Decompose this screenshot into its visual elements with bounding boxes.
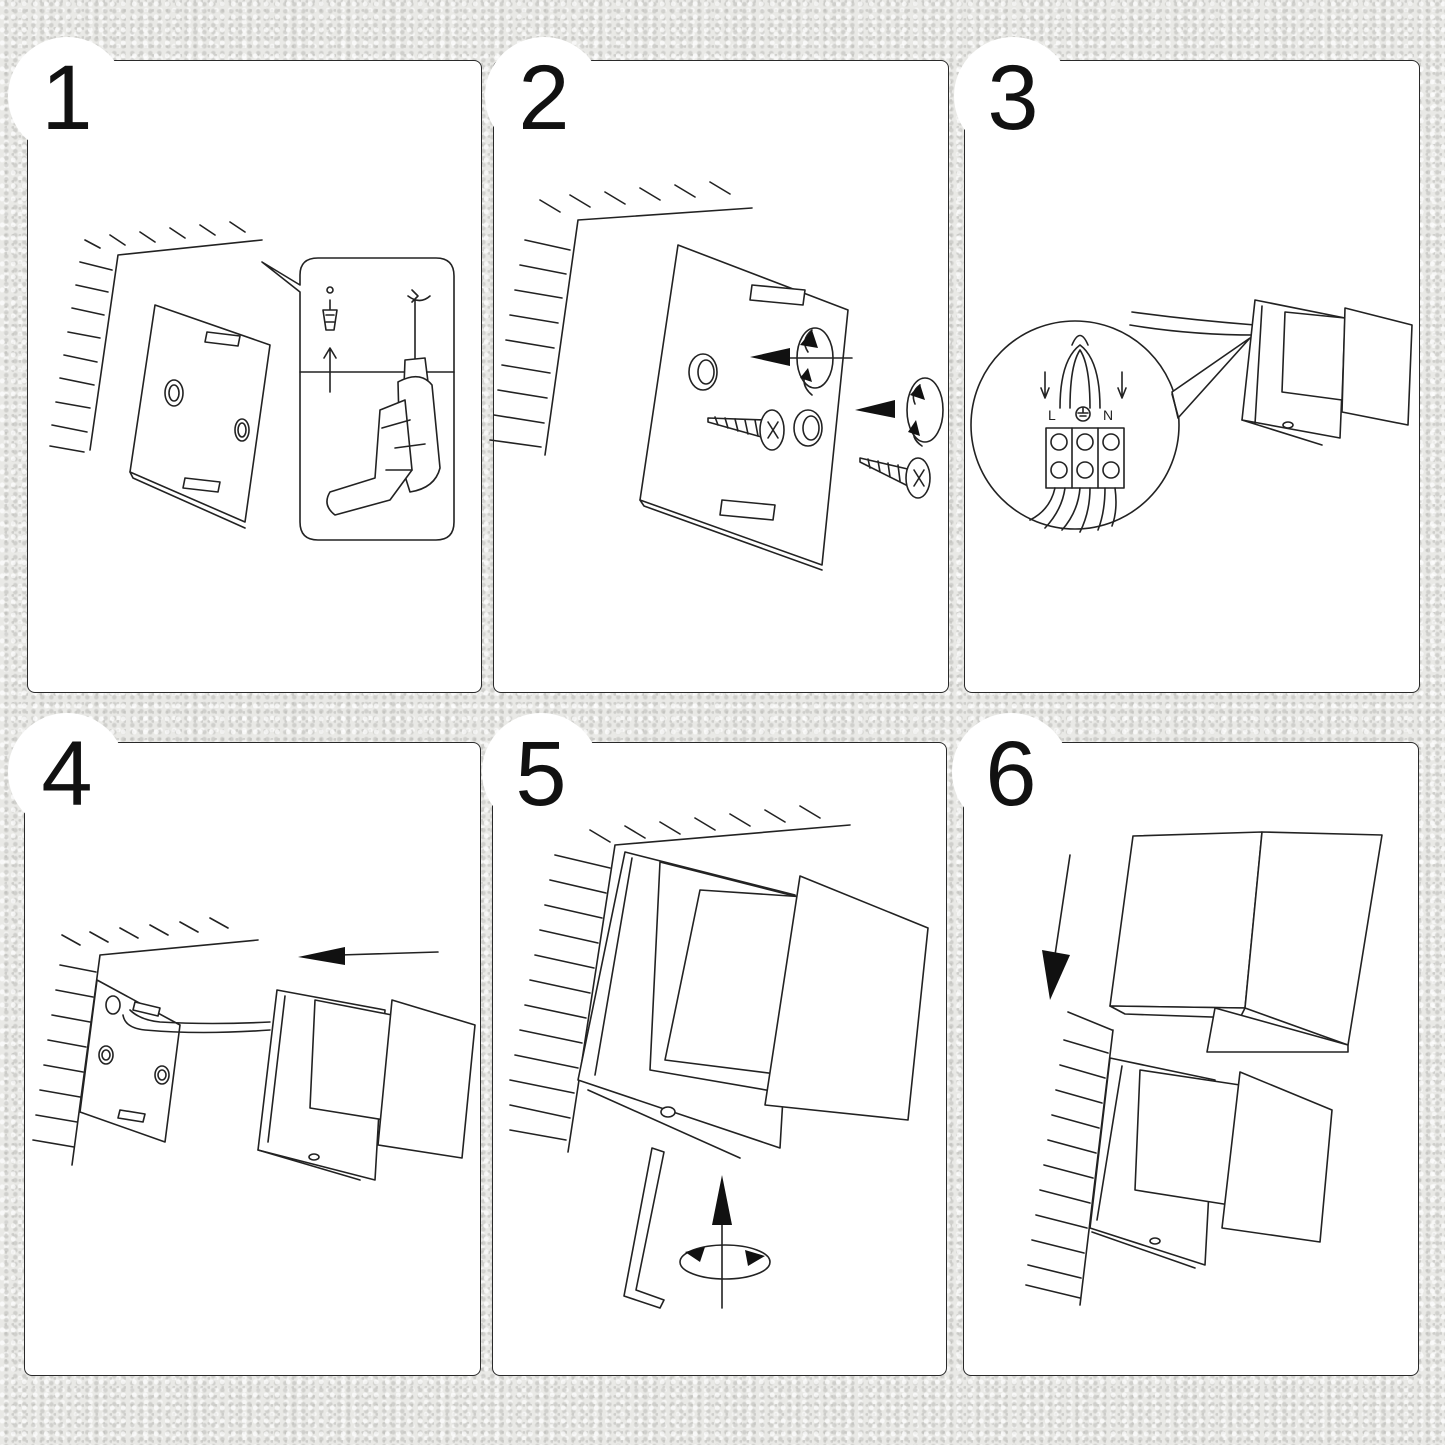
- rotate-arrow-icon: [750, 329, 925, 447]
- mounting-plate-icon: [79, 979, 181, 1143]
- step-number: 1: [41, 47, 93, 149]
- screw-icon: [707, 409, 785, 451]
- live-terminal-label: L: [1048, 407, 1056, 423]
- step-number-badge: 5: [482, 713, 600, 831]
- step-number-badge: 1: [8, 37, 126, 155]
- step-number: 5: [515, 723, 567, 825]
- step-number-badge: 2: [485, 37, 603, 155]
- wall-plug-icon: [322, 286, 338, 393]
- mounting-plate-icon: [129, 304, 271, 529]
- step-number: 2: [518, 47, 570, 149]
- wall-hatch-icon: [489, 181, 753, 456]
- arrow-icon: [298, 947, 439, 965]
- drill-icon: [326, 289, 441, 516]
- step-number-badge: 4: [8, 713, 126, 831]
- lamp-body-icon: [577, 851, 929, 1159]
- neutral-terminal-label: N: [1103, 407, 1113, 423]
- wiring-detail-callout: L N: [970, 320, 1251, 533]
- ground-symbol-icon: [1075, 406, 1091, 422]
- screw-icon: [859, 457, 931, 499]
- step-number: 3: [987, 47, 1039, 149]
- arrow-icon: [1042, 854, 1071, 1000]
- lamp-body-icon: [1089, 1057, 1333, 1269]
- step-number-badge: 6: [952, 713, 1070, 831]
- wall-hatch-icon: [49, 221, 263, 453]
- lamp-body-icon: [122, 989, 476, 1181]
- rotate-arrow-icon: [679, 1175, 771, 1309]
- step-number-badge: 3: [954, 37, 1072, 155]
- wall-hatch-icon: [509, 805, 851, 1153]
- lamp-body-icon: [1129, 299, 1413, 446]
- drill-detail-callout: [261, 257, 455, 541]
- mounting-plate-icon: [639, 244, 849, 571]
- step-number: 6: [985, 723, 1037, 825]
- lamp-cover-icon: [1109, 831, 1383, 1053]
- step-number: 4: [41, 723, 93, 825]
- allen-key-icon: [623, 1147, 665, 1309]
